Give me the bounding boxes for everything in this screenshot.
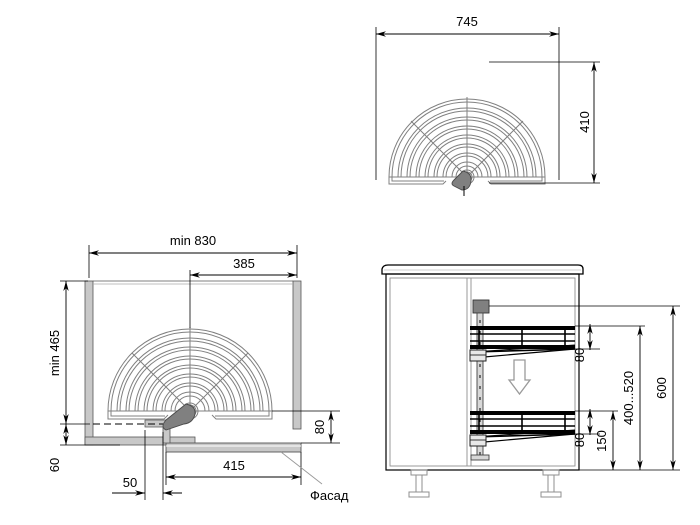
lower-shelf-assembly (469, 411, 576, 447)
dimension-shelf-range: 400...520 (621, 326, 643, 470)
dimension-facade-width: 415 (166, 458, 301, 480)
dimension-front-gap-label: 80 (312, 420, 327, 434)
top-view-extension-lines (375, 27, 600, 184)
dimension-lower-shelf-height: 80 (572, 409, 593, 447)
dimension-rear-gap: 60 (47, 424, 69, 472)
cabinet-walls (84, 280, 302, 446)
cabinet-plan-view: min 830 385 min 465 60 80 415 (47, 233, 349, 503)
dimension-bottom-clearance-label: 150 (594, 430, 609, 452)
cabinet-basket-wireframe (107, 327, 273, 420)
dimension-rear-gap-label: 60 (47, 458, 62, 472)
dimension-cabinet-width: min 830 (89, 233, 297, 256)
dimension-cabinet-depth-label: min 465 (47, 330, 62, 376)
cabinet-basket-handle (162, 403, 196, 431)
cabinet-carcass (385, 273, 580, 471)
dimension-bottom-clearance: 150 (594, 411, 616, 470)
top-plan-view: 745 410 (375, 14, 600, 196)
dimension-top-depth: 410 (577, 62, 597, 183)
dimension-cabinet-depth: min 465 (47, 281, 69, 424)
dimension-front-gap: 80 (312, 411, 334, 443)
dimension-top-width: 745 (376, 14, 559, 37)
dimension-lower-shelf-height-label: 80 (572, 433, 587, 447)
top-basket-wireframe (388, 97, 546, 185)
cabinet-legs (408, 469, 562, 498)
facade-annotation: Фасад (280, 451, 349, 503)
dimension-total-height: 600 (654, 306, 676, 470)
cabinet-plan-extension-lines (60, 245, 340, 500)
dimension-total-height-label: 600 (654, 377, 669, 399)
worktop (381, 264, 584, 275)
dimension-top-depth-label: 410 (577, 111, 592, 133)
dimension-upper-shelf-height-label: 80 (572, 348, 587, 362)
leg-right (540, 469, 562, 498)
dimension-edge-offset: 50 (112, 475, 182, 496)
dimension-shelf-range-label: 400...520 (621, 371, 636, 425)
dimension-basket-offset-label: 385 (233, 256, 255, 271)
dimension-top-width-label: 745 (456, 14, 478, 29)
top-basket-handle (451, 170, 472, 196)
center-post (470, 299, 490, 461)
dimension-edge-offset-label: 50 (123, 475, 137, 490)
cabinet-elevation-section-view: 80 80 150 400...520 600 (381, 264, 680, 498)
facade-panel (165, 442, 302, 453)
dimension-facade-width-label: 415 (223, 458, 245, 473)
upper-shelf-assembly (469, 326, 576, 362)
facade-annotation-label: Фасад (310, 488, 349, 503)
dimension-basket-offset: 385 (190, 256, 297, 278)
travel-arrow-icon (507, 359, 532, 396)
leg-left (408, 469, 430, 498)
dimension-upper-shelf-height: 80 (572, 324, 593, 362)
dimension-cabinet-width-label: min 830 (170, 233, 216, 248)
